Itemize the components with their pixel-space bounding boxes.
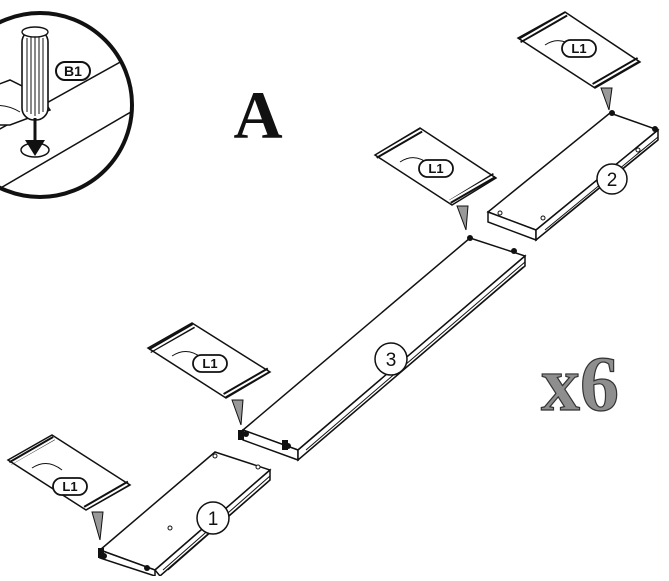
board-3: 3: [238, 235, 527, 462]
board-2: 2: [486, 110, 660, 242]
quantity-multiplier: x6: [541, 340, 619, 427]
glue-packet-2-label: L1: [428, 161, 443, 176]
glue-packet-2: L1: [373, 127, 498, 231]
glue-packet-4-label: L1: [62, 479, 77, 494]
part-label-b1-text: B1: [64, 63, 82, 79]
board-3-number: 3: [386, 350, 397, 371]
detail-circle: B1: [0, 11, 134, 199]
glue-packet-1: L1: [516, 11, 642, 111]
glue-packet-1-label: L1: [571, 41, 586, 56]
board-1: 1: [98, 451, 272, 578]
board-2-callout: 2: [596, 163, 628, 195]
part-label-b1: B1: [55, 61, 91, 81]
step-letter: A: [233, 77, 282, 153]
glue-packet-3: L1: [146, 322, 272, 426]
insert-arrow-icon: [25, 118, 45, 156]
board-3-callout: 3: [374, 342, 408, 376]
board-1-callout: 1: [196, 501, 230, 535]
glue-packet-4: L1: [6, 434, 132, 541]
glue-packet-3-label: L1: [202, 356, 217, 371]
dowel-icon: [21, 26, 49, 121]
board-2-number: 2: [607, 170, 618, 191]
board-1-number: 1: [208, 509, 219, 530]
